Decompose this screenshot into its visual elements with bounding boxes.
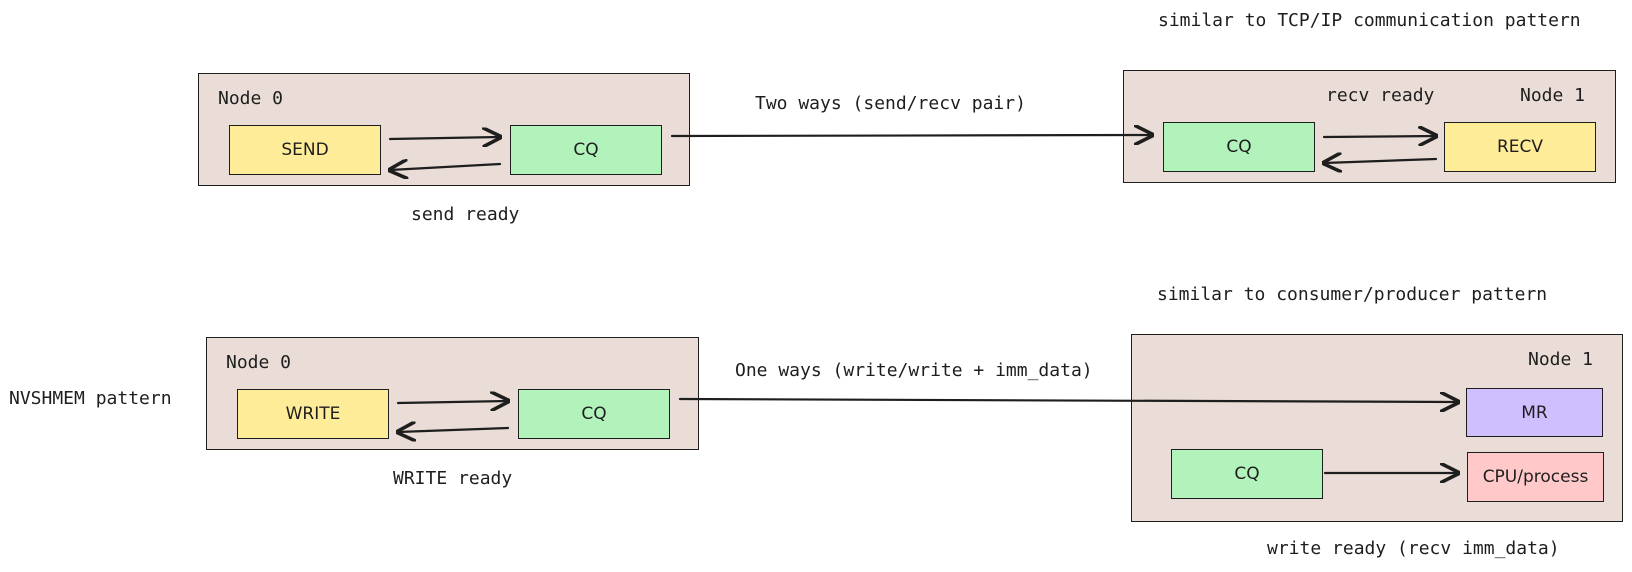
write-ready-label: WRITE ready — [393, 468, 513, 489]
cpu-process-block: CPU/process — [1467, 452, 1604, 502]
top-node1-title: Node 1 — [1520, 85, 1586, 106]
send-block: SEND — [229, 125, 381, 175]
bottom-node1-title: Node 1 — [1528, 349, 1594, 370]
top-pattern-note: similar to TCP/IP communication pattern — [1158, 10, 1581, 31]
mr-block: MR — [1466, 388, 1603, 437]
cq-to-send-arrow — [390, 164, 502, 170]
top-node1-cq-block: CQ — [1163, 122, 1315, 172]
one-way-link-arrow — [678, 399, 1458, 402]
recv-ready-label: recv ready — [1326, 85, 1435, 106]
nvshmem-pattern-label: NVSHMEM pattern — [9, 388, 172, 409]
top-link-label: Two ways (send/recv pair) — [755, 93, 1026, 114]
recv-to-cq-arrow — [1324, 159, 1438, 163]
bottom-node1-cq-block: CQ — [1171, 449, 1323, 499]
cq-to-recv-arrow — [1322, 136, 1436, 137]
write-to-cq-arrow — [396, 401, 508, 403]
top-node0-title: Node 0 — [218, 88, 284, 109]
write-block: WRITE — [237, 389, 389, 439]
write-ready-recv-imm-label: write ready (recv imm_data) — [1267, 538, 1560, 559]
send-to-cq-arrow — [388, 137, 500, 139]
bottom-node0-title: Node 0 — [226, 352, 292, 373]
two-ways-link-arrow — [670, 135, 1152, 136]
bottom-link-label: One ways (write/write + imm_data) — [735, 360, 1093, 381]
bottom-pattern-note: similar to consumer/producer pattern — [1157, 284, 1548, 305]
bottom-node0-cq-block: CQ — [518, 389, 670, 439]
cq-to-write-arrow — [398, 428, 510, 432]
top-node0-cq-block: CQ — [510, 125, 662, 175]
send-ready-label: send ready — [411, 204, 520, 225]
recv-block: RECV — [1444, 122, 1596, 172]
